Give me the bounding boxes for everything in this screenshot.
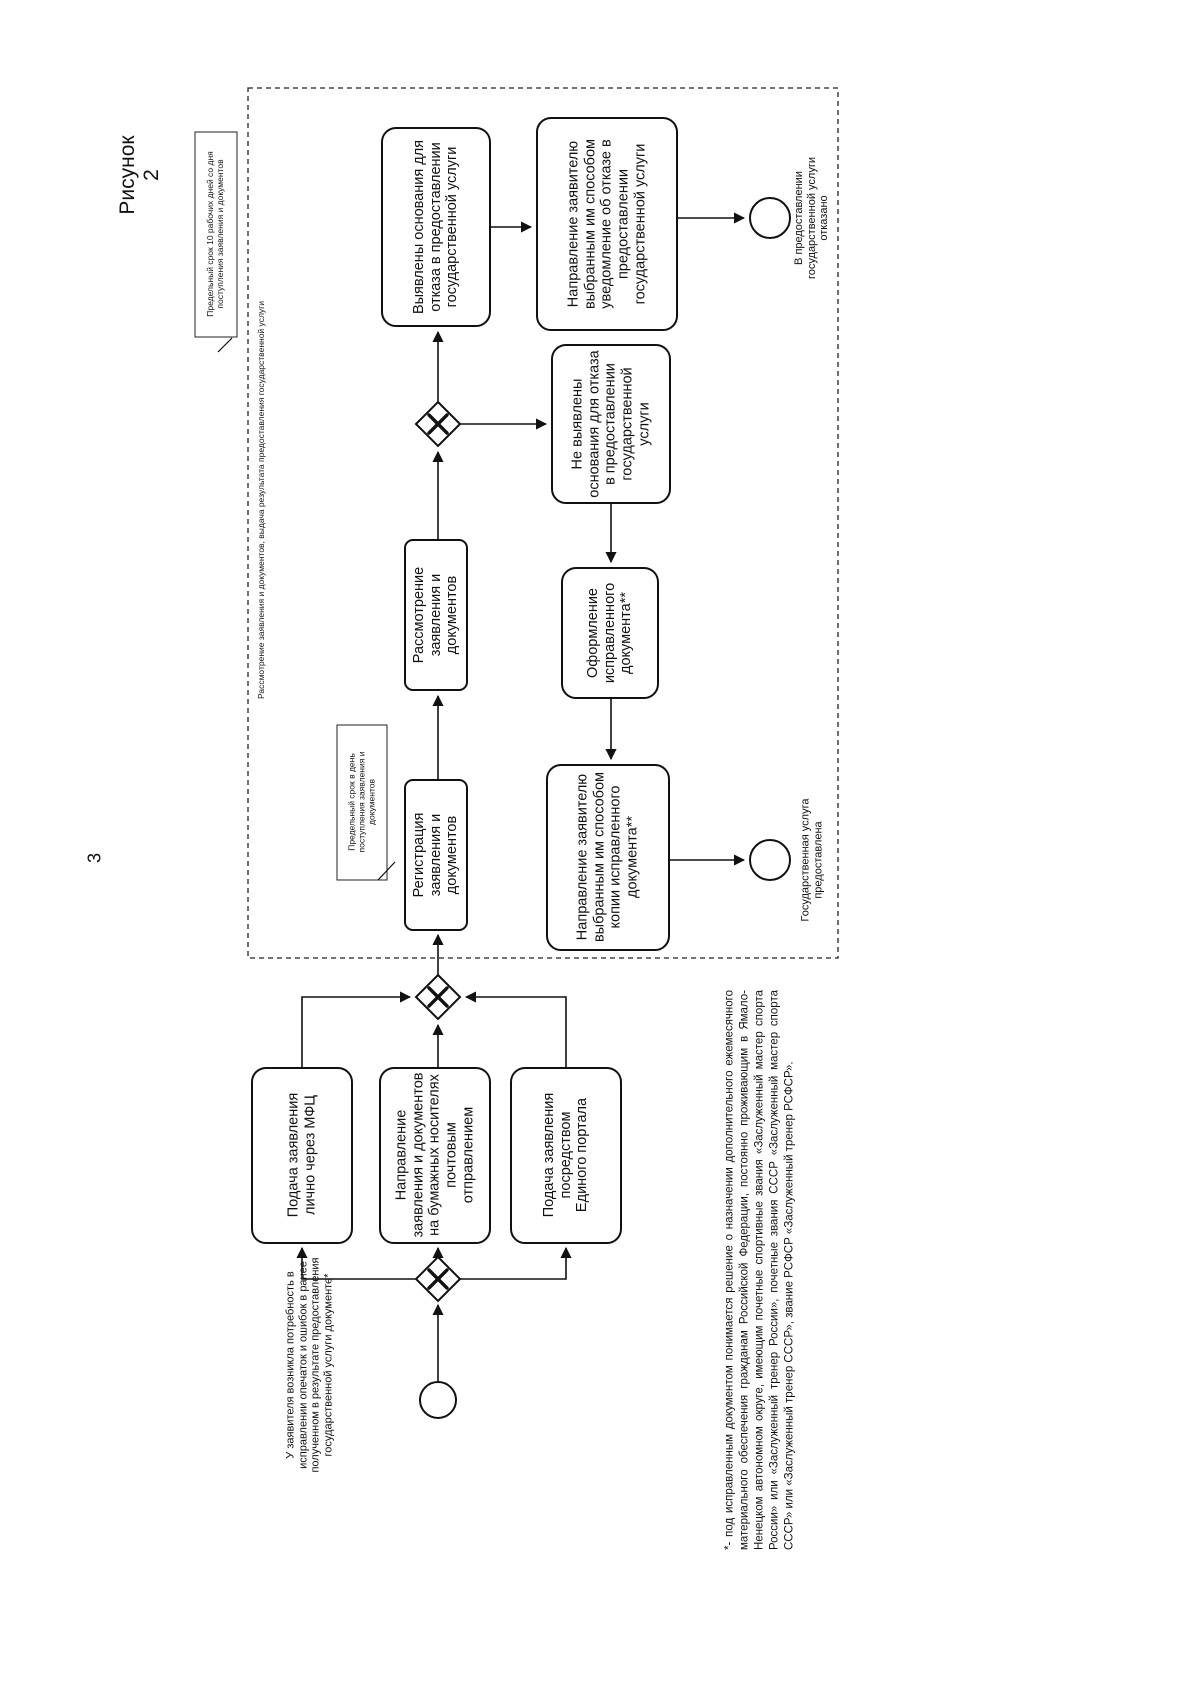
annotation-box-review-term	[194, 131, 238, 338]
task-label-send-document: Направление заявителю выбранным им спосо…	[574, 771, 641, 943]
task-label-review: Рассмотрение заявления и документов	[410, 566, 461, 664]
process-area-label: Рассмотрение заявления и документов, выд…	[256, 300, 267, 700]
page-number: 3	[84, 852, 105, 864]
figure-title: Рисунок 2	[115, 135, 163, 215]
start-event-label: У заявителя возникла потребность в испра…	[284, 1257, 335, 1473]
task-box-send-document	[546, 764, 670, 951]
task-box-registration	[404, 779, 468, 931]
channel-label-mfc: Подача заявления лично через МФЦ	[285, 1092, 318, 1218]
merge-gateway	[414, 973, 462, 1021]
decision-gateway	[414, 400, 462, 448]
task-box-review	[404, 539, 468, 691]
task-box-prepare-document	[561, 567, 659, 699]
task-label-prepare-document: Оформление исправленного документа**	[584, 582, 635, 684]
channel-box-mail	[379, 1067, 491, 1244]
end-event-provided	[749, 839, 791, 881]
start-event	[419, 1381, 457, 1419]
annotation-registration-term: Предельный срок в день поступления заявл…	[346, 751, 376, 853]
annotation-box-registration-term	[336, 724, 388, 881]
task-label-refusal-found: Выявлены основания для отказа в предоста…	[410, 139, 461, 315]
task-label-registration: Регистрация заявления и документов	[410, 812, 461, 898]
end-event-refused	[749, 197, 791, 239]
channel-label-mail: Направление заявления и документов на бу…	[393, 1072, 477, 1238]
channel-label-portal: Подача заявления посредством Единого пор…	[540, 1092, 591, 1218]
footnote: *- под исправленным документом понимаетс…	[723, 990, 796, 1550]
task-label-no-refusal: Не выявлены основания для отказа в предо…	[569, 350, 653, 498]
split-gateway	[414, 1255, 462, 1303]
sequence-flows	[296, 212, 746, 1382]
process-area-frame	[247, 87, 839, 959]
end-event-refused-label: В предоставлении государственной услуги …	[793, 157, 831, 279]
end-event-provided-label: Государственная услуга предоставлена	[799, 798, 824, 922]
annotation-review-term: Предельный срок 10 рабочих дней со дня п…	[205, 151, 225, 317]
task-box-refusal-notice	[536, 117, 678, 331]
task-label-refusal-notice: Направление заявителю выбранным им спосо…	[565, 138, 649, 310]
